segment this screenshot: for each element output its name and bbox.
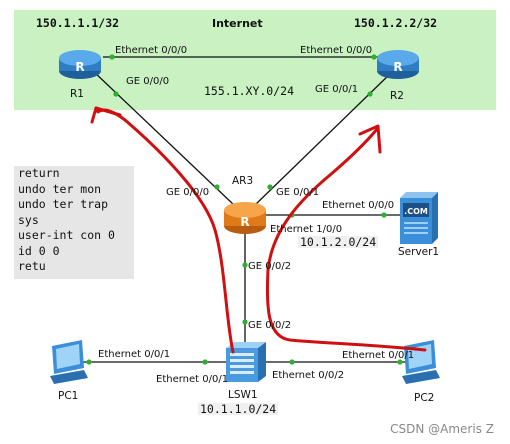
- port-dot-r1-eth: [109, 54, 115, 60]
- ar3-eth100-label: Ethernet 1/0/0: [270, 224, 343, 235]
- server-eth000-label: Ethernet 0/0/0: [322, 200, 395, 211]
- port-dot-r1-ge: [113, 91, 119, 97]
- pc2-icon[interactable]: [402, 340, 440, 384]
- server-icon[interactable]: .COM: [400, 192, 438, 244]
- router-ar3-icon[interactable]: R: [224, 202, 266, 234]
- pc1-icon[interactable]: [50, 340, 88, 384]
- port-dot-ar3-ge0: [214, 184, 220, 190]
- lan-network-label: 10.1.1.0/24: [198, 402, 279, 416]
- lsw1-name: LSW1: [228, 389, 258, 401]
- lsw-ge002-label: GE 0/0/2: [248, 320, 292, 331]
- pc1-eth001-label: Ethernet 0/0/1: [98, 349, 171, 360]
- port-dot-ar3-ge1: [267, 184, 273, 190]
- watermark: CSDN @Ameris Z: [390, 422, 494, 436]
- annotation-arrowhead-left: [90, 106, 122, 124]
- port-dot-pc1-eth: [86, 359, 92, 365]
- svg-text:R: R: [393, 60, 402, 74]
- server-network-label: 10.1.2.0/24: [298, 235, 379, 249]
- internet-zone-label: Internet: [212, 17, 263, 30]
- svg-text:R: R: [240, 215, 249, 229]
- router-r1-icon[interactable]: R: [59, 50, 101, 79]
- r2-name: R2: [390, 90, 404, 102]
- port-dot-r2-eth: [371, 54, 377, 60]
- command-line: retu: [18, 259, 46, 273]
- r1-ge000-label: GE 0/0/0: [126, 76, 170, 87]
- lsw-eth001-label: Ethernet 0/0/1: [156, 374, 229, 385]
- port-dot-server-eth: [381, 212, 387, 218]
- svg-text:R: R: [75, 60, 84, 74]
- command-line: return: [18, 166, 60, 180]
- ar3-name: AR3: [232, 175, 254, 187]
- switch-lsw1-icon[interactable]: [226, 342, 266, 382]
- server1-name: Server1: [398, 246, 440, 258]
- port-dot-lsw-eth2: [289, 359, 295, 365]
- command-line: undo ter mon: [18, 181, 102, 196]
- r1-eth000-label: Ethernet 0/0/0: [115, 45, 188, 56]
- pc2-name: PC2: [414, 392, 435, 404]
- pc1-name: PC1: [58, 390, 79, 402]
- lsw-eth002-label: Ethernet 0/0/2: [272, 370, 345, 381]
- annotation-arrowhead-right: [358, 124, 382, 154]
- port-dot-lsw-ge2: [242, 319, 248, 325]
- ar3-ge001-label: GE 0/0/1: [276, 187, 320, 198]
- port-dot-ar3-ge2: [242, 262, 248, 268]
- router-r2-icon[interactable]: R: [377, 50, 419, 79]
- port-dot-lsw-eth1: [202, 359, 208, 365]
- annotation-arrow-right: [265, 126, 427, 352]
- port-dot-pc2-eth: [397, 359, 403, 365]
- command-line: user-int con 0: [18, 228, 115, 242]
- wan-network-label: 155.1.XY.0/24: [204, 84, 295, 98]
- ar3-ge002-label: GE 0/0/2: [248, 261, 292, 272]
- command-line: id 0 0: [18, 243, 60, 258]
- server-badge: .COM: [404, 207, 428, 216]
- r1-name: R1: [70, 88, 84, 100]
- port-dot-r2-ge: [367, 91, 373, 97]
- r2-loopback-ip: 150.1.2.2/32: [354, 16, 438, 30]
- r2-eth000-label: Ethernet 0/0/0: [300, 45, 373, 56]
- command-line: undo ter trap: [18, 197, 109, 211]
- command-line: sys: [18, 212, 39, 227]
- r1-loopback-ip: 150.1.1.1/32: [36, 16, 120, 30]
- ar3-ge000-label: GE 0/0/0: [166, 187, 210, 198]
- r2-ge001-label: GE 0/0/1: [315, 84, 359, 95]
- pc2-eth001-label: Ethernet 0/0/1: [342, 350, 415, 361]
